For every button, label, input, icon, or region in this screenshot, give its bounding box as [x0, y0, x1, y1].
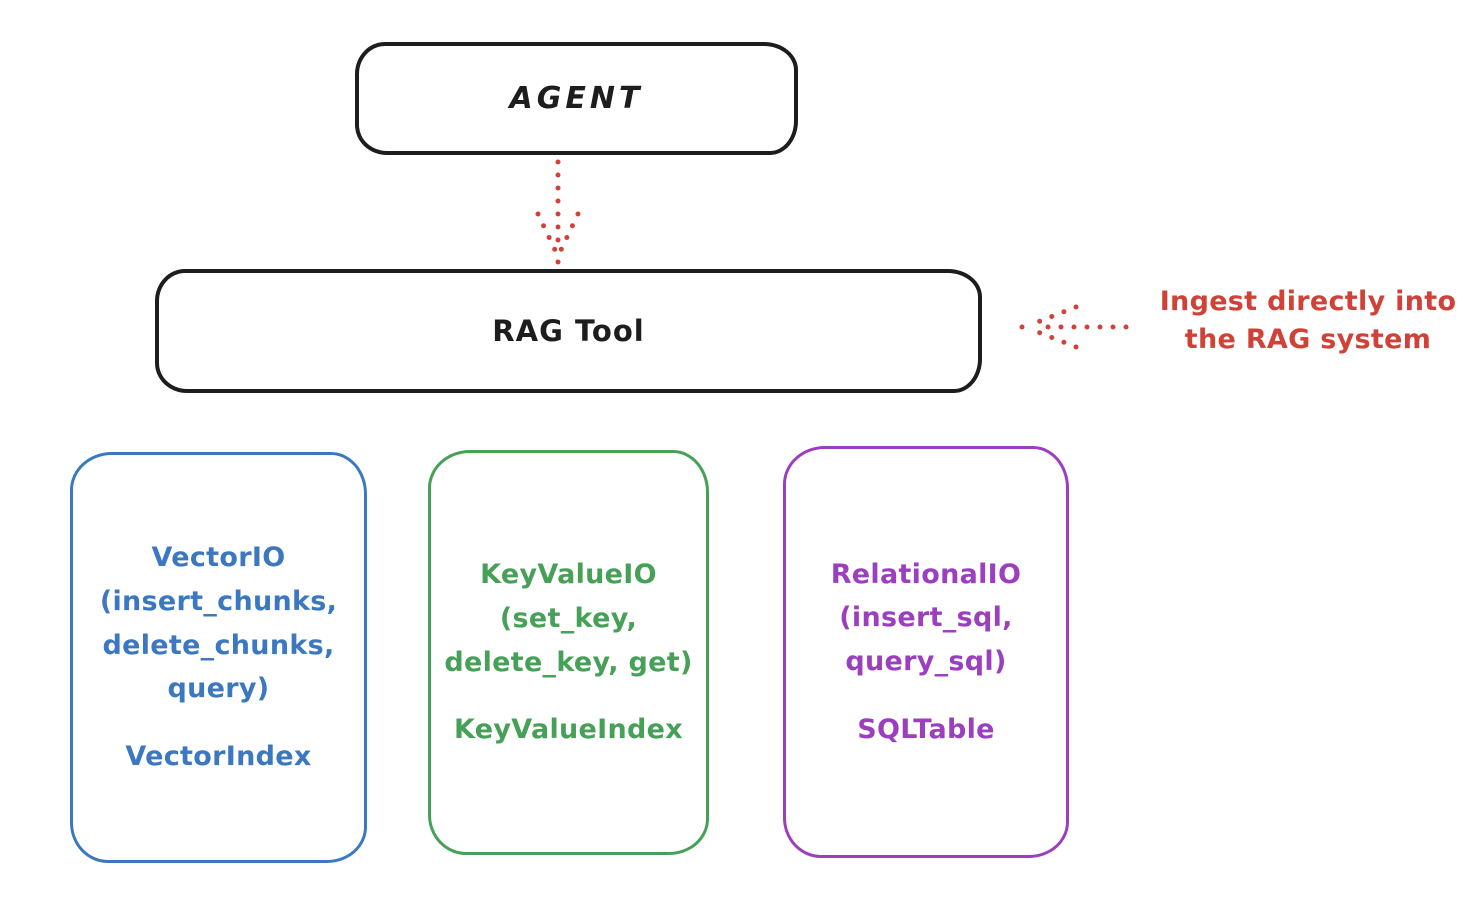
vector-io-method-line: VectorIO: [151, 542, 286, 574]
ingest-dotted-left-arrow-icon: [1019, 304, 1129, 350]
vector-io-method-line: (insert_chunks,: [99, 585, 338, 617]
agent-to-rag-dotted-arrow-icon: [535, 159, 581, 265]
relational-io-method-line: (insert_sql,: [839, 602, 1013, 634]
relational-io-method-line: RelationalIO: [830, 558, 1022, 590]
key-value-io-method-line: KeyValueIO: [480, 559, 657, 591]
vector-io-method-line: query): [167, 673, 270, 705]
vector-io-method-line: delete_chunks,: [102, 629, 335, 661]
rag-tool-label: RAG Tool: [492, 314, 645, 348]
vector-index-label: VectorIndex: [125, 741, 312, 773]
ingest-annotation-line1: Ingest directly into: [1159, 286, 1457, 317]
ingest-annotation: Ingest directly into the RAG system: [1132, 283, 1484, 359]
key-value-io-method-line: delete_key, get): [444, 646, 693, 678]
agent-label: AGENT: [509, 81, 644, 116]
sql-table-label: SQLTable: [857, 713, 995, 745]
key-value-io-method-line: (set_key,: [499, 602, 638, 634]
agent-box: AGENT: [355, 42, 798, 155]
key-value-io-box: KeyValueIO (set_key, delete_key, get) Ke…: [428, 450, 709, 855]
relational-io-box: RelationalIO (insert_sql, query_sql) SQL…: [783, 446, 1069, 858]
ingest-annotation-line2: the RAG system: [1184, 323, 1432, 355]
vector-io-box: VectorIO (insert_chunks, delete_chunks, …: [70, 452, 367, 863]
rag-tool-box: RAG Tool: [155, 269, 982, 393]
relational-io-method-line: query_sql): [845, 646, 1007, 677]
key-value-index-label: KeyValueIndex: [453, 714, 683, 746]
